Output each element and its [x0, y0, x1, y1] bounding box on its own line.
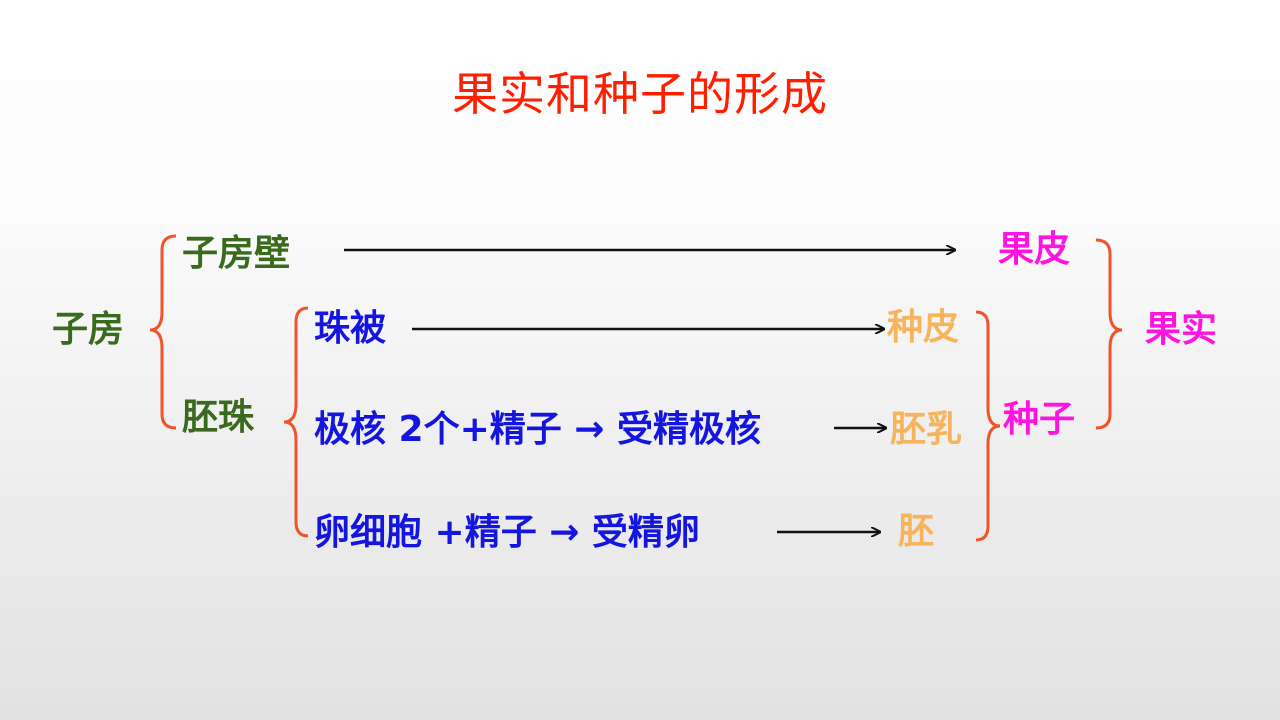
label-ovule: 胚珠 — [182, 397, 255, 438]
label-egg-cell-line: 卵细胞 +精子 → 受精卵 — [314, 512, 700, 553]
label-polar-nuclei-line: 极核 2个+精子 → 受精极核 — [314, 409, 761, 450]
brace-ovary — [149, 234, 177, 430]
label-ovary-wall: 子房壁 — [182, 233, 291, 274]
slide-title: 果实和种子的形成 — [452, 67, 828, 121]
label-seed: 种子 — [1003, 399, 1076, 440]
label-fruit: 果实 — [1145, 309, 1218, 350]
label-pericarp: 果皮 — [998, 229, 1071, 270]
brace-seed — [975, 310, 1001, 542]
label-embryo: 胚 — [898, 511, 935, 552]
label-ovary: 子房 — [52, 309, 125, 350]
brace-ovule — [283, 306, 309, 538]
label-endosperm: 胚乳 — [890, 409, 963, 450]
label-integument: 珠被 — [314, 308, 387, 349]
brace-fruit — [1095, 238, 1123, 430]
label-seed-coat: 种皮 — [887, 307, 960, 348]
